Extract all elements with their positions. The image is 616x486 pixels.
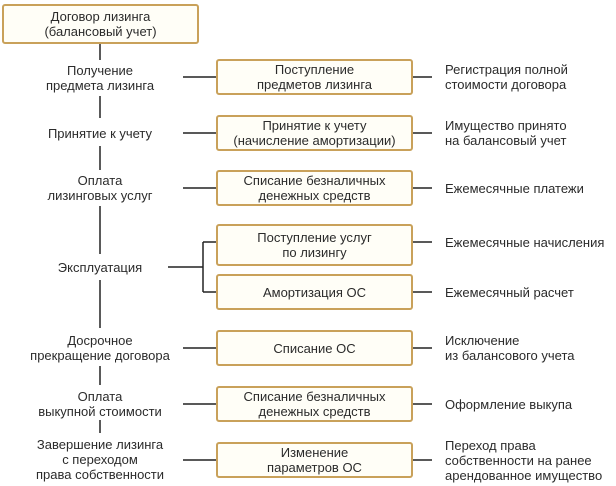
note-buyout: Оформление выкупа bbox=[445, 396, 573, 412]
note-writeoff: Исключение из балансового учета bbox=[445, 333, 575, 363]
action-box-services: Поступление услуг по лизингу bbox=[216, 224, 413, 266]
note-receipt: Регистрация полной стоимости договора bbox=[445, 62, 568, 92]
note-services: Ежемесячные начисления bbox=[445, 234, 605, 250]
stage-label-receipt: Получение предмета лизинга bbox=[45, 63, 155, 93]
note-depreciation: Ежемесячный расчет bbox=[445, 284, 574, 300]
action-box-receipt: Поступление предметов лизинга bbox=[216, 59, 413, 95]
stage-label-acceptance: Принятие к учету bbox=[47, 125, 153, 141]
stage-label-exploitation: Эксплуатация bbox=[57, 259, 143, 275]
stage-label-completion: Завершение лизинга с переходом права соб… bbox=[35, 436, 165, 482]
root-box: Договор лизинга (балансовый учет) bbox=[2, 4, 199, 44]
stage-label-early-termination: Досрочное прекращение договора bbox=[30, 333, 170, 363]
action-box-buyout-payment: Списание безналичных денежных средств bbox=[216, 386, 413, 422]
action-box-writeoff: Списание ОС bbox=[216, 330, 413, 366]
note-completion: Переход права собственности на ранее аре… bbox=[445, 437, 603, 483]
stage-label-payment: Оплата лизинговых услуг bbox=[47, 173, 153, 203]
action-box-change-params: Изменение параметров ОС bbox=[216, 442, 413, 478]
note-acceptance: Имущество принято на балансовый учет bbox=[445, 118, 567, 148]
note-payment: Ежемесячные платежи bbox=[445, 180, 584, 196]
action-box-acceptance: Принятие к учету (начисление амортизации… bbox=[216, 115, 413, 151]
stage-label-buyout: Оплата выкупной стоимости bbox=[38, 389, 162, 419]
action-box-depreciation: Амортизация ОС bbox=[216, 274, 413, 310]
action-box-payment: Списание безналичных денежных средств bbox=[216, 170, 413, 206]
